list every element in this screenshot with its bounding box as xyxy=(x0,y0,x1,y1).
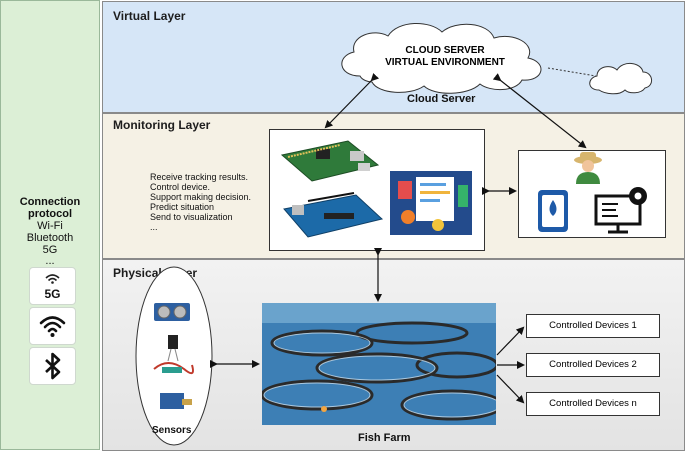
controlled-device-1: Controlled Devices 1 xyxy=(526,314,660,338)
cloud-title: CLOUD SERVER VIRTUAL ENVIRONMENT xyxy=(360,45,530,69)
farm-devicen-arrow xyxy=(496,374,525,404)
protocol-wifi: Wi-Fi xyxy=(37,220,63,232)
cloud-line-2: VIRTUAL ENVIRONMENT xyxy=(385,57,505,68)
virtual-layer-title: Virtual Layer xyxy=(113,9,186,23)
monitoring-layer-title: Monitoring Layer xyxy=(113,118,211,132)
5g-label: 5G xyxy=(44,287,60,301)
fish-farm-label: Fish Farm xyxy=(358,432,411,444)
bluetooth-icon xyxy=(29,347,76,385)
task-item: Predict situation xyxy=(150,202,215,212)
controller-images xyxy=(280,140,472,238)
cloud-server-shape xyxy=(341,22,542,94)
task-item: Support making decision. xyxy=(150,192,252,202)
raspberry-pi-icon xyxy=(280,140,380,182)
software-icon xyxy=(390,171,472,235)
virtual-layer xyxy=(102,1,685,113)
cloud-server-caption: Cloud Server xyxy=(407,93,476,105)
protocol-more: ... xyxy=(45,255,55,267)
task-item: Receive tracking results. xyxy=(150,172,249,182)
task-item: ... xyxy=(150,222,158,232)
monitor-settings-icon xyxy=(594,187,647,234)
5g-icon: 5G xyxy=(29,267,76,305)
monitoring-tasks: Receive tracking results. Control device… xyxy=(150,172,251,232)
cloud-dashed-link xyxy=(547,67,597,77)
controlled-device-n: Controlled Devices n xyxy=(526,392,660,416)
controlled-device-2: Controlled Devices 2 xyxy=(526,353,660,377)
wifi-icon xyxy=(29,307,76,345)
farm-device1-arrow xyxy=(496,326,525,356)
ultrasonic-sensor-icon xyxy=(154,303,190,321)
protocol-bluetooth: Bluetooth xyxy=(26,232,74,244)
cloud-user-arrow xyxy=(492,73,587,149)
fish-farm-image xyxy=(262,303,496,425)
farmer-icon xyxy=(574,152,602,184)
task-item: Control device. xyxy=(150,182,211,192)
sensors-label: Sensors xyxy=(152,425,192,436)
module-sensor-icon xyxy=(160,393,192,409)
sensors-oval xyxy=(135,266,213,446)
task-item: Send to visualization xyxy=(150,212,233,222)
tablet-icon xyxy=(538,190,568,232)
arduino-icon xyxy=(283,192,384,238)
connection-title: Connection protocol xyxy=(19,196,81,220)
protocol-5g: 5G xyxy=(42,244,58,256)
cable-sensor-icon xyxy=(153,362,194,375)
user-devices-images xyxy=(538,152,647,234)
cloud-line-1: CLOUD SERVER xyxy=(405,45,485,56)
small-cloud-shape xyxy=(589,63,652,95)
temperature-sensor-icon xyxy=(167,335,179,362)
cloud-controller-arrow xyxy=(324,72,380,129)
